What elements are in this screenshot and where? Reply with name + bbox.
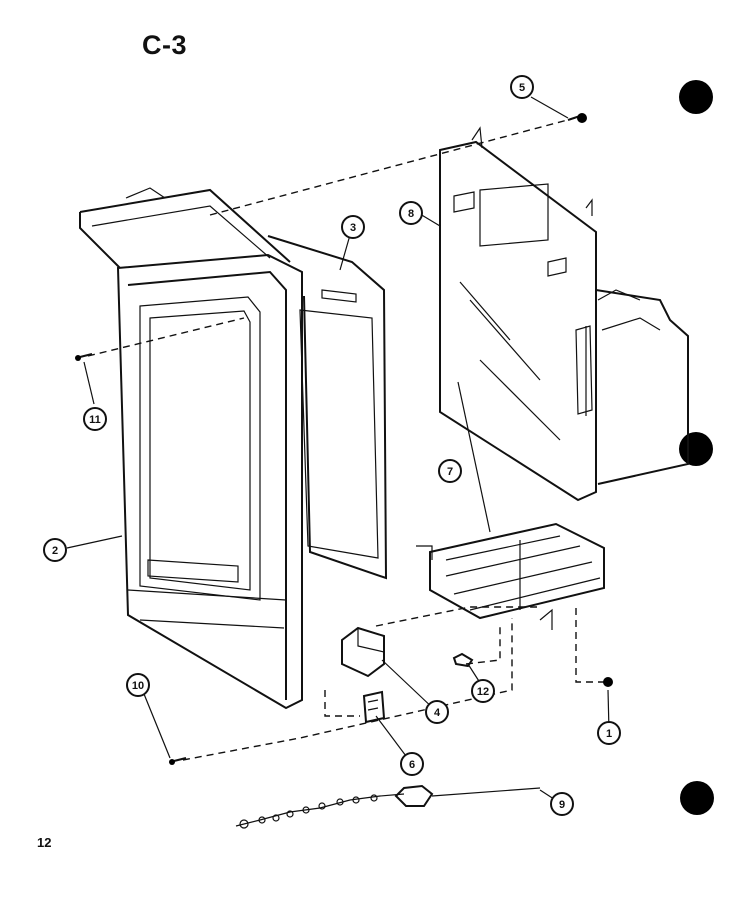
screw-part-1 [603, 677, 613, 687]
callout-label-9: 9 [559, 799, 565, 811]
page-number: 12 [37, 835, 52, 850]
door-frame-part-2 [79, 187, 303, 710]
callout-8: 8 [399, 201, 423, 225]
callout-10: 10 [126, 673, 150, 697]
callout-11: 11 [83, 407, 107, 431]
callout-label-1: 1 [606, 728, 612, 740]
clip-part-12 [452, 652, 474, 668]
diagram-title: C-3 [142, 30, 188, 60]
inner-panel-part-3 [267, 235, 388, 580]
callout-label-11: 11 [89, 414, 101, 426]
cord-part-9 [235, 784, 541, 829]
callout-label-2: 2 [52, 545, 58, 557]
callout-label-10: 10 [132, 680, 144, 692]
callout-label-5: 5 [519, 82, 525, 94]
switch-block-part-4 [341, 626, 385, 678]
switch-bracket-part-7 [416, 522, 605, 630]
callout-9: 9 [550, 792, 574, 816]
clip-part-6 [362, 690, 386, 724]
callout-label-6: 6 [409, 759, 415, 771]
callout-label-12: 12 [477, 686, 489, 698]
screw-part-11 [75, 353, 93, 361]
callout-label-3: 3 [350, 222, 356, 234]
callout-7: 7 [438, 459, 462, 483]
callout-4: 4 [425, 700, 449, 724]
assembly-lines [87, 117, 606, 761]
panel-assembly-part-8 [439, 126, 689, 502]
callout-3: 3 [341, 215, 365, 239]
callout-label-8: 8 [408, 208, 414, 220]
callout-2: 2 [43, 538, 67, 562]
binder-hole-middle [679, 432, 713, 466]
binder-hole-bottom [680, 781, 714, 815]
callout-12: 12 [471, 679, 495, 703]
callout-5: 5 [510, 75, 534, 99]
screw-part-5 [567, 113, 587, 123]
callout-1: 1 [597, 721, 621, 745]
callout-6: 6 [400, 752, 424, 776]
callout-label-7: 7 [447, 466, 453, 478]
screw-part-10 [169, 757, 187, 765]
callout-label-4: 4 [434, 707, 441, 719]
binder-hole-top [679, 80, 713, 114]
